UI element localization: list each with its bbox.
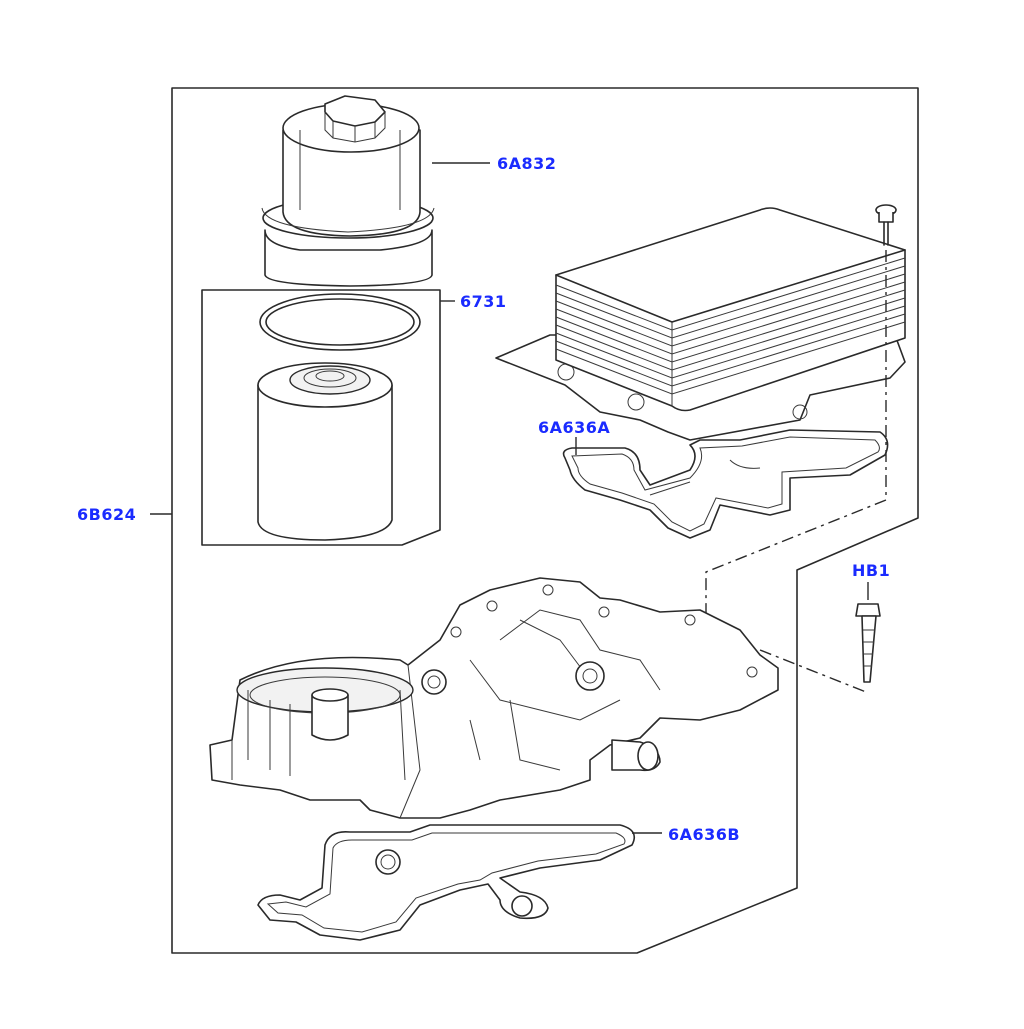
hb1-bolt-drawing xyxy=(855,603,881,683)
part-label-6731[interactable]: 6731 xyxy=(460,292,507,311)
part-label-6a832[interactable]: 6A832 xyxy=(497,154,557,173)
assembly-boundary xyxy=(171,87,919,954)
part-label-6b624[interactable]: 6B624 xyxy=(77,505,137,524)
part-label-hb1[interactable]: HB1 xyxy=(852,561,891,580)
gasket-6a636b-drawing xyxy=(257,824,636,941)
part-label-6a636b[interactable]: 6A636B xyxy=(668,825,741,844)
oil-cooler-drawing xyxy=(495,207,906,441)
filter-kit-boundary xyxy=(201,289,441,546)
filter-element-drawing xyxy=(257,293,421,541)
filter-cap-drawing xyxy=(261,95,435,287)
alignment-line-hb1 xyxy=(759,649,867,693)
cooler-bolt-drawing xyxy=(875,204,897,246)
part-label-6a636a[interactable]: 6A636A xyxy=(538,418,611,437)
filter-housing-drawing xyxy=(209,577,779,819)
cooler-fins xyxy=(555,257,906,406)
gasket-6a636a-drawing xyxy=(562,429,889,539)
